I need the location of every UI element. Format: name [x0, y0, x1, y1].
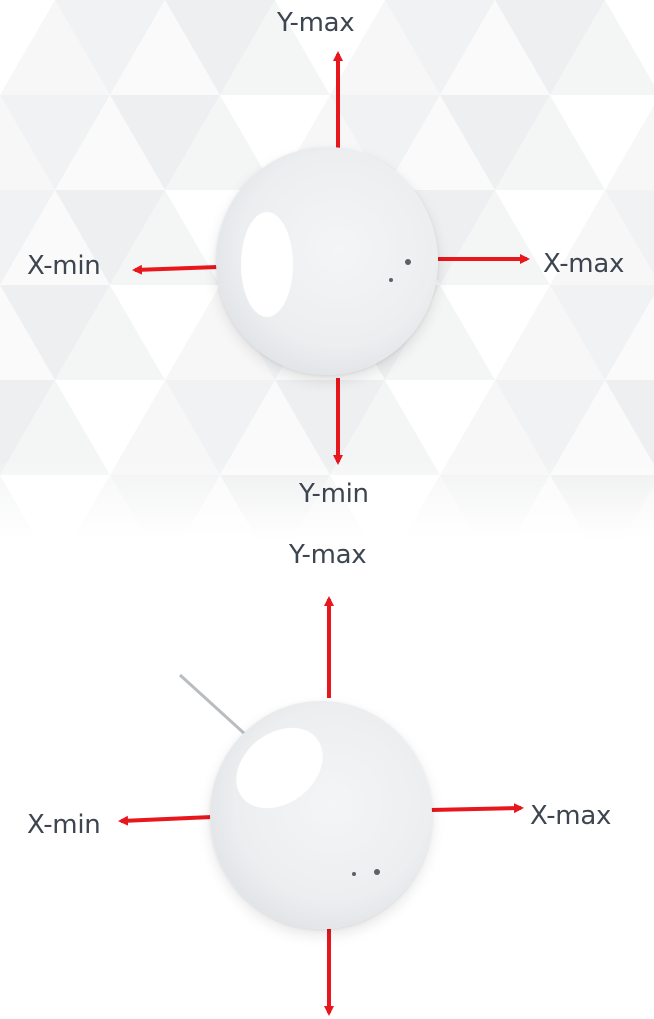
x-max-arrow [430, 803, 524, 814]
sensor-device-angled [210, 701, 432, 929]
indicator-dot [374, 869, 380, 875]
x-min-arrow [118, 815, 213, 826]
x-min-arrow [132, 264, 219, 275]
sensor-dot [352, 872, 356, 876]
top-orientation-diagram: Y-max Y-min X-min X-max [27, 8, 625, 509]
antenna-wire [178, 673, 248, 737]
indicator-dot [405, 259, 411, 265]
sensor-dot [389, 278, 393, 282]
label-x-max: X-max [530, 801, 612, 831]
label-x-max: X-max [543, 249, 625, 279]
lens-highlight [241, 212, 293, 317]
label-y-min: Y-min [299, 479, 369, 509]
label-y-max: Y-max [289, 540, 367, 570]
label-y-max: Y-max [277, 8, 355, 38]
label-x-min: X-min [27, 251, 101, 281]
bottom-orientation-diagram: Y-max X-min X-max [0, 525, 654, 1019]
triangle-pattern-background [0, 0, 654, 540]
sensor-device-front [216, 147, 438, 375]
label-x-min: X-min [27, 810, 101, 840]
